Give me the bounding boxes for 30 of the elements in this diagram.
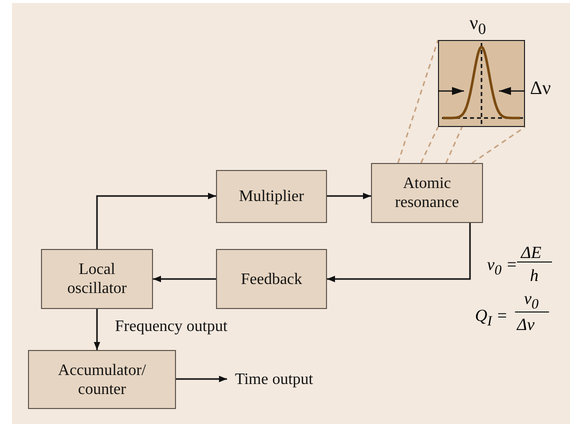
process-box (28, 350, 176, 409)
output-label: Time output (235, 370, 314, 388)
formula-text: Δν (517, 315, 535, 335)
arrow (94, 309, 100, 350)
zoom-guide-line (420, 126, 439, 164)
formula-text: ν$_{0}$ (524, 289, 539, 314)
zoom-guide-line (472, 126, 526, 164)
box-label: Feedback (240, 270, 302, 288)
arrow (327, 223, 471, 282)
symbol-label: ν$_{0}$ (470, 13, 486, 39)
edge-label: Frequency output (115, 318, 228, 336)
box-label: Atomic resonance (394, 174, 460, 212)
box-label: Accumulator/ counter (57, 360, 147, 398)
arrow (176, 376, 227, 382)
process-box (216, 170, 327, 223)
box-label: Multiplier (239, 187, 304, 206)
formula-text: Q$_{I}$ = (475, 306, 508, 332)
process-box (216, 249, 327, 309)
process-box (41, 249, 153, 309)
zoom-guide-line (397, 40, 439, 164)
symbol-label: Δν (530, 78, 551, 100)
arrow (96, 192, 216, 249)
zoom-guide-line (445, 126, 463, 164)
arrow (153, 276, 216, 282)
process-box (371, 163, 483, 223)
formula-text: ΔE (521, 243, 542, 263)
formula-text: ν$_{0}$ = (487, 255, 518, 280)
box-label: Local oscillator (66, 260, 128, 298)
formula-text: h (530, 266, 538, 286)
arrow (327, 192, 371, 200)
